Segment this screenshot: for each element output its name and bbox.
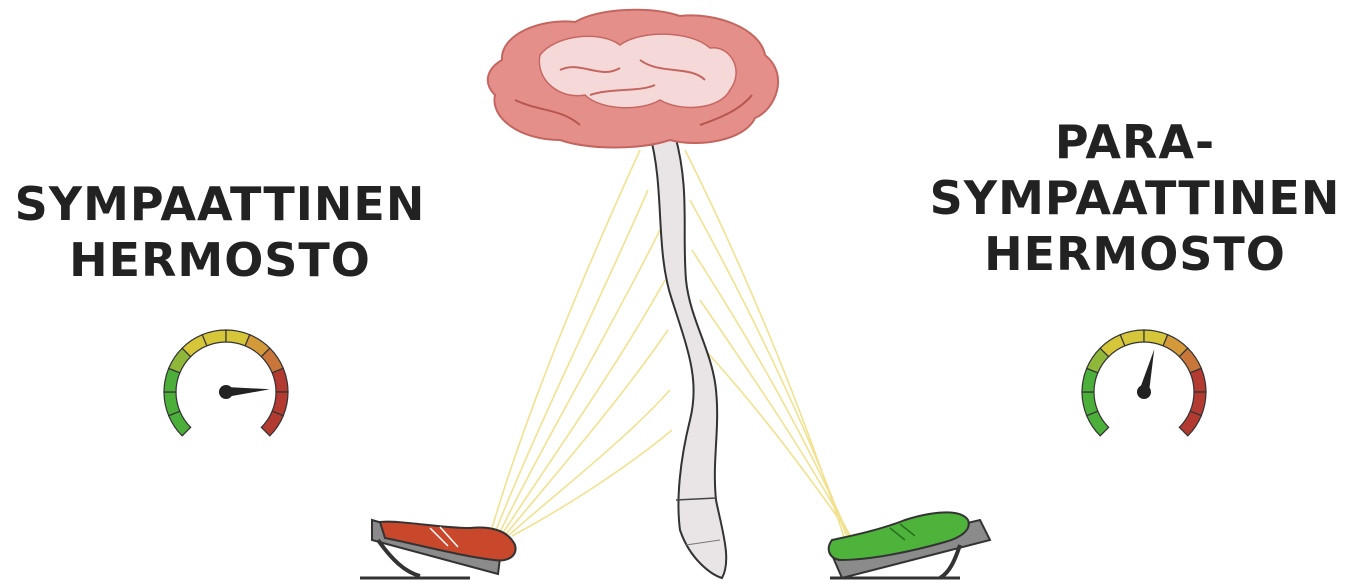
- gauge-segment: [202, 330, 226, 346]
- gauge-segment: [164, 392, 180, 416]
- brain: [488, 10, 778, 148]
- gauge-segment: [272, 368, 288, 392]
- gauge-left: [164, 330, 288, 436]
- gauge-segment: [1190, 368, 1206, 392]
- spinal-cord: [650, 135, 726, 578]
- gauge-segment: [1120, 330, 1144, 346]
- gauge-right: [1082, 330, 1206, 436]
- gauge-segment: [261, 411, 283, 436]
- gauge-hub: [1137, 385, 1151, 399]
- right-shoe: [829, 512, 969, 560]
- gauge-segment: [1179, 411, 1201, 436]
- gauge-segment: [1082, 392, 1098, 416]
- gauge-hub: [219, 385, 233, 399]
